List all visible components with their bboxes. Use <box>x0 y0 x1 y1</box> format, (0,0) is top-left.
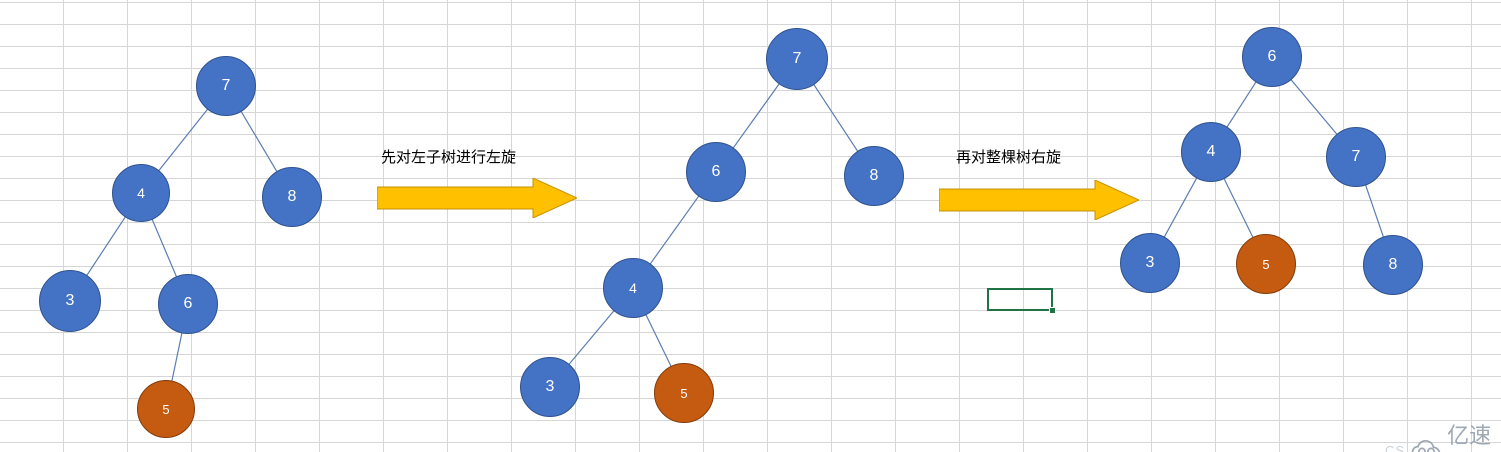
tree-node-8[interactable]: 8 <box>1363 235 1423 295</box>
tree-node-3[interactable]: 3 <box>39 270 101 332</box>
tree-node-label: 5 <box>1262 256 1270 272</box>
tree-node-7[interactable]: 7 <box>196 56 256 116</box>
tree-node-label: 4 <box>629 280 637 296</box>
right-rotation-arrow[interactable] <box>938 179 1141 221</box>
tree-node-label: 6 <box>183 295 193 312</box>
tree-node-8[interactable]: 8 <box>844 146 904 206</box>
cell-fill-handle[interactable] <box>1049 307 1056 314</box>
tree-node-5[interactable]: 5 <box>1236 234 1296 294</box>
right-rotation-arrow-caption: 再对整棵树右旋 <box>956 149 1062 166</box>
tree-node-6[interactable]: 6 <box>1242 27 1302 87</box>
tree-node-label: 7 <box>1351 148 1361 165</box>
left-rotation-arrow[interactable] <box>376 177 579 219</box>
tree-node-label: 8 <box>869 167 879 184</box>
cs-mark-text: CS <box>1385 442 1406 452</box>
tree-node-8[interactable]: 8 <box>262 167 322 227</box>
tree-node-7[interactable]: 7 <box>766 28 828 90</box>
left-rotation-arrow-caption: 先对左子树进行左旋 <box>381 149 517 166</box>
tree-node-label: 8 <box>1388 256 1398 273</box>
tree-node-label: 3 <box>545 378 555 395</box>
tree-node-label: 7 <box>792 50 802 67</box>
tree-node-label: 6 <box>711 163 721 180</box>
tree-node-label: 7 <box>221 77 231 94</box>
tree-node-6[interactable]: 6 <box>158 274 218 334</box>
tree-node-3[interactable]: 3 <box>1120 233 1180 293</box>
tree-node-label: 5 <box>680 385 688 401</box>
tree-node-label: 3 <box>65 292 75 309</box>
arrow-shape <box>938 179 1141 221</box>
watermark: CS 亿速云 <box>1385 418 1501 452</box>
tree-node-4[interactable]: 4 <box>603 258 663 318</box>
tree-node-5[interactable]: 5 <box>654 363 714 423</box>
tree-node-3[interactable]: 3 <box>520 357 580 417</box>
tree-node-label: 3 <box>1145 254 1155 271</box>
excel-cell-selection[interactable] <box>987 288 1053 311</box>
tree-node-label: 6 <box>1267 48 1277 65</box>
tree-node-label: 5 <box>162 401 170 417</box>
tree-node-label: 4 <box>137 185 145 201</box>
watermark-text: 亿速云 <box>1447 423 1492 448</box>
tree-node-label: 8 <box>287 188 297 205</box>
cloud-icon <box>1411 439 1441 452</box>
tree-node-4[interactable]: 4 <box>112 164 170 222</box>
tree-node-6[interactable]: 6 <box>686 142 746 202</box>
tree-node-4[interactable]: 4 <box>1181 122 1241 182</box>
tree-node-7[interactable]: 7 <box>1326 127 1386 187</box>
arrow-shape <box>376 177 579 219</box>
tree-node-label: 4 <box>1206 143 1216 160</box>
tree-node-5[interactable]: 5 <box>137 380 195 438</box>
